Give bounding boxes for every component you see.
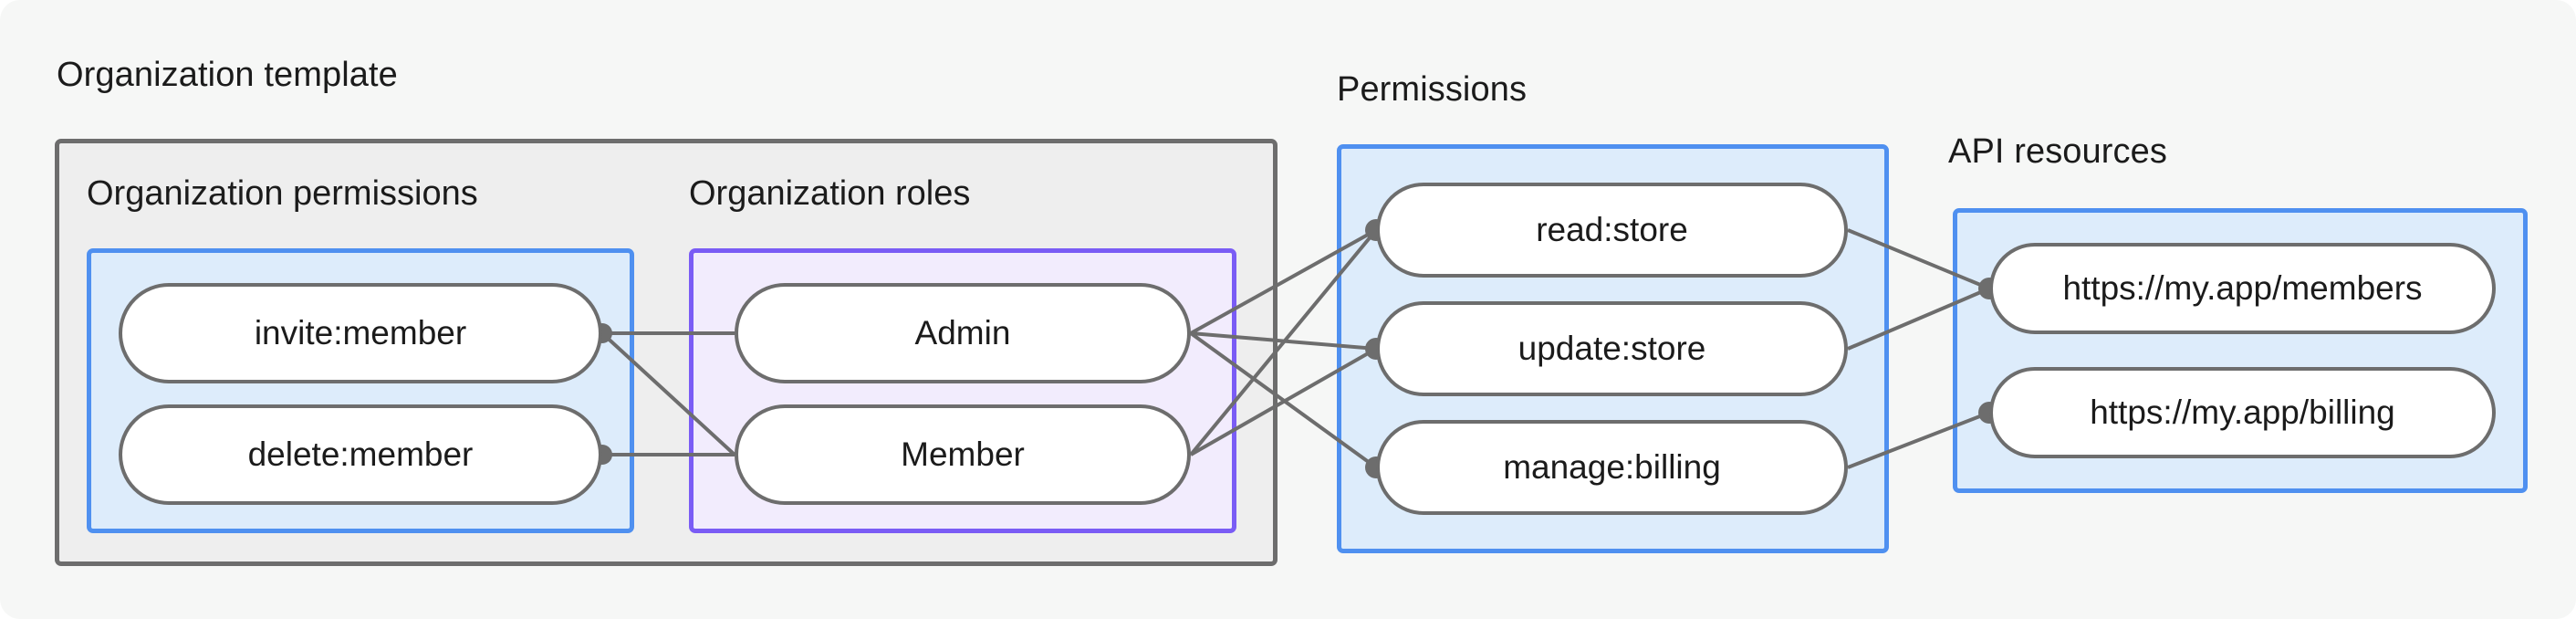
- group-title-organization-template: Organization template: [57, 56, 398, 94]
- node-admin[interactable]: Admin: [735, 283, 1191, 383]
- node-delete-member[interactable]: delete:member: [119, 404, 602, 505]
- node-manage-billing[interactable]: manage:billing: [1376, 420, 1848, 515]
- node-members-url[interactable]: https://my.app/members: [1989, 243, 2496, 334]
- group-title-api-resources: API resources: [1948, 132, 2167, 171]
- node-invite-member[interactable]: invite:member: [119, 283, 602, 383]
- subgroup-title-organization-permissions: Organization permissions: [87, 174, 478, 213]
- subgroup-title-organization-roles: Organization roles: [689, 174, 971, 213]
- node-billing-url[interactable]: https://my.app/billing: [1989, 367, 2496, 458]
- group-title-permissions: Permissions: [1337, 70, 1528, 109]
- node-update-store[interactable]: update:store: [1376, 301, 1848, 396]
- node-read-store[interactable]: read:store: [1376, 183, 1848, 278]
- node-member[interactable]: Member: [735, 404, 1191, 505]
